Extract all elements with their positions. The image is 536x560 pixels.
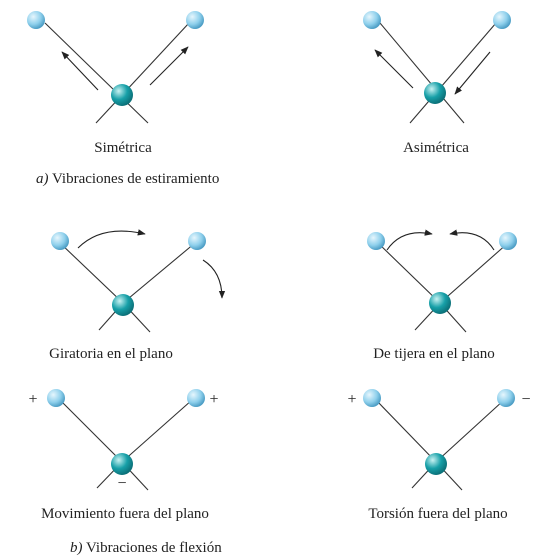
arrow-left-outward — [61, 51, 99, 91]
label-wagging: Movimiento fuera del plano — [41, 506, 209, 522]
arrow-rock-top — [77, 229, 146, 249]
atom-center — [111, 453, 133, 475]
caption-bending-letter: b) — [70, 540, 83, 556]
atom-left — [367, 232, 385, 250]
atom-right — [186, 11, 204, 29]
arrow-left-outward — [374, 49, 414, 89]
mode-asymmetric-stretch: Asimétrica — [363, 11, 511, 156]
atom-center — [425, 453, 447, 475]
atom-left — [47, 389, 65, 407]
sign-left-plus: + — [28, 391, 37, 408]
label-asymmetric: Asimétrica — [403, 140, 469, 156]
label-symmetric: Simétrica — [94, 140, 152, 156]
mode-wagging-out-of-plane: + + − Movimiento fuera del plano — [28, 389, 219, 522]
arrow-right-outward — [149, 46, 189, 86]
mode-rocking-in-plane: Giratoria en el plano — [49, 229, 226, 362]
atom-left — [51, 232, 69, 250]
atom-left — [27, 11, 45, 29]
bonds-upper — [59, 242, 196, 304]
atom-right — [187, 389, 205, 407]
bond-right — [95, 22, 190, 124]
arrow-rock-side — [202, 259, 226, 299]
sign-left-plus: + — [347, 391, 356, 408]
atom-right — [188, 232, 206, 250]
arrow-scissor-right — [449, 229, 495, 251]
label-twisting: Torsión fuera del plano — [368, 506, 507, 522]
atom-right — [493, 11, 511, 29]
mode-twisting-out-of-plane: + − Torsión fuera del plano — [347, 389, 531, 522]
mode-scissoring-in-plane: De tijera en el plano — [367, 229, 517, 362]
mode-symmetric-stretch: Simétrica — [27, 11, 204, 156]
bond-right — [409, 22, 497, 124]
atom-right — [499, 232, 517, 250]
caption-stretching-letter: a) — [36, 171, 49, 187]
caption-bending: b) Vibraciones de flexión — [70, 540, 222, 556]
sign-center-minus: − — [117, 475, 126, 492]
label-scissoring: De tijera en el plano — [373, 346, 495, 362]
atom-center — [112, 294, 134, 316]
bonds-upper — [59, 399, 193, 463]
caption-stretching-text: Vibraciones de estiramiento — [49, 171, 220, 187]
sign-right-plus: + — [209, 391, 218, 408]
atom-center — [429, 292, 451, 314]
bonds-upper — [375, 399, 505, 463]
arrow-scissor-left — [386, 229, 433, 251]
atom-left — [363, 11, 381, 29]
caption-stretching: a) Vibraciones de estiramiento — [36, 171, 219, 187]
atom-center — [424, 82, 446, 104]
bond-left — [379, 22, 465, 124]
atom-right — [497, 389, 515, 407]
caption-bending-text: Vibraciones de flexión — [83, 540, 223, 556]
label-rocking: Giratoria en el plano — [49, 346, 173, 362]
sign-right-minus: − — [521, 391, 530, 408]
atom-center — [111, 84, 133, 106]
atom-left — [363, 389, 381, 407]
arrow-right-inward — [454, 51, 491, 95]
bond-left — [44, 22, 149, 124]
